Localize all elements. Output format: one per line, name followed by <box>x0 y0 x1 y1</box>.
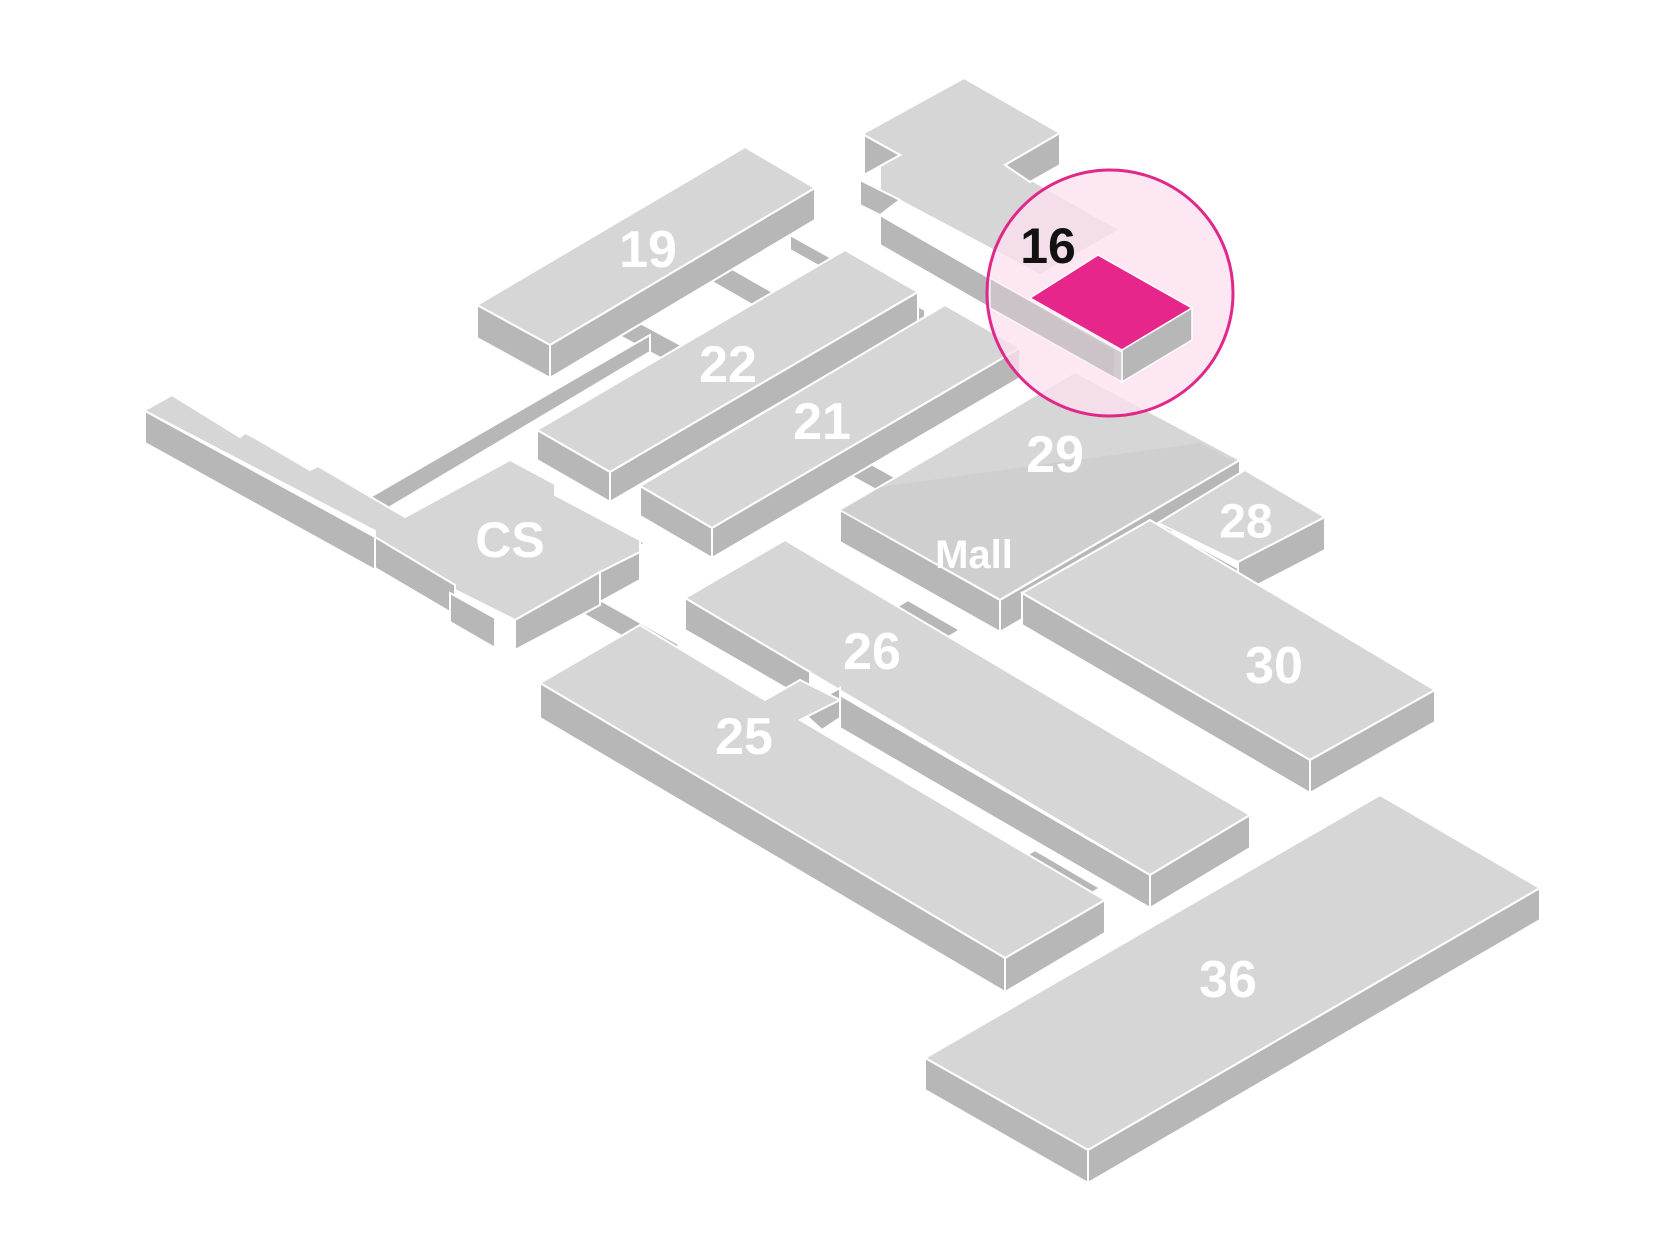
label-28: 28 <box>1219 496 1272 549</box>
label-16: 16 <box>1020 218 1076 274</box>
building-19[interactable] <box>474 145 817 380</box>
label-mall: Mall <box>935 533 1013 577</box>
building-22[interactable] <box>535 248 920 504</box>
building-30[interactable] <box>1019 518 1437 795</box>
building-cs[interactable] <box>144 393 641 652</box>
label-30: 30 <box>1245 637 1303 695</box>
building-21[interactable] <box>638 303 1022 560</box>
label-36: 36 <box>1199 951 1257 1009</box>
label-19: 19 <box>619 221 677 279</box>
label-26: 26 <box>843 623 901 681</box>
label-29: 29 <box>1026 426 1084 484</box>
building-26[interactable] <box>683 538 1252 910</box>
building-36[interactable] <box>922 793 1542 1185</box>
building-28[interactable] <box>1155 468 1328 597</box>
building-25[interactable] <box>538 623 1107 994</box>
building-labels: 19 22 21 CS 29 Mall 28 26 30 25 36 16 <box>475 218 1303 1009</box>
label-25: 25 <box>715 708 773 766</box>
label-22: 22 <box>699 336 757 394</box>
label-cs: CS <box>475 512 544 568</box>
building-16-highlight[interactable] <box>985 168 1235 418</box>
label-21: 21 <box>793 393 851 451</box>
